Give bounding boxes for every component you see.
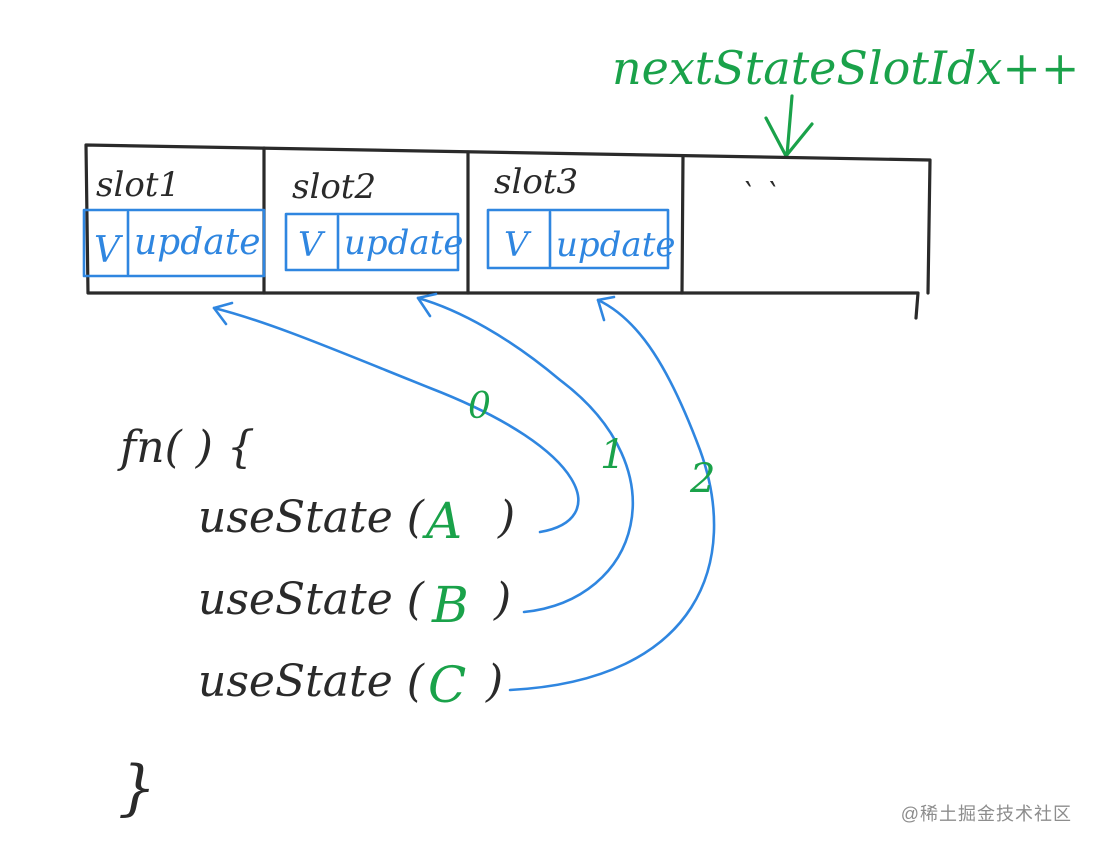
arrow-head-3-icon	[596, 295, 616, 322]
arrow-call-2-to-slot-2	[416, 296, 635, 614]
arrow-index-0: 0	[468, 386, 491, 427]
slot-array-frame	[84, 143, 932, 320]
watermark: @稀土掘金技术社区	[900, 804, 1072, 824]
next-state-slot-idx-label: nextStateSlotIdx++	[612, 41, 1079, 95]
call-2-prefix: useState (	[198, 574, 425, 625]
slot-1-name: slot1	[96, 165, 180, 205]
arrow-index-2: 2	[689, 456, 715, 502]
call-1-arg: A	[422, 492, 462, 550]
slot-1-state-box	[82, 208, 266, 278]
call-3-prefix: useState (	[198, 656, 425, 707]
slot-1-update: update	[134, 222, 261, 263]
arrow-call-1-to-slot-1	[212, 306, 580, 534]
arrow-index-1: 1	[600, 432, 625, 478]
call-1-suffix: )	[497, 492, 515, 543]
slot-2-v: V	[298, 225, 326, 265]
empty-slot-marks: ` `	[740, 178, 780, 213]
slot-divider-3	[680, 154, 685, 295]
call-2-arg: B	[431, 576, 469, 634]
down-arrow-icon	[764, 94, 814, 158]
arrow-head-1-icon	[212, 301, 234, 326]
slot-3-v: V	[504, 225, 532, 265]
arrow-call-3-to-slot-3	[508, 298, 716, 692]
slot-3-name: slot3	[494, 162, 578, 202]
slot-2-name: slot2	[292, 167, 376, 207]
call-3-arg: C	[428, 656, 466, 714]
slot-2-update: update	[344, 223, 463, 263]
call-3-suffix: )	[485, 656, 503, 707]
slot-2-state-box	[284, 212, 460, 272]
arrow-head-2-icon	[416, 292, 438, 318]
closing-brace: }	[118, 753, 156, 823]
slot-3-state-box	[486, 208, 670, 270]
slot-3-update: update	[556, 225, 675, 265]
call-1-prefix: useState (	[198, 492, 425, 543]
call-2-suffix: )	[493, 574, 511, 625]
slot-1-v: V	[94, 230, 124, 271]
function-header: fn( ) {	[117, 422, 255, 473]
